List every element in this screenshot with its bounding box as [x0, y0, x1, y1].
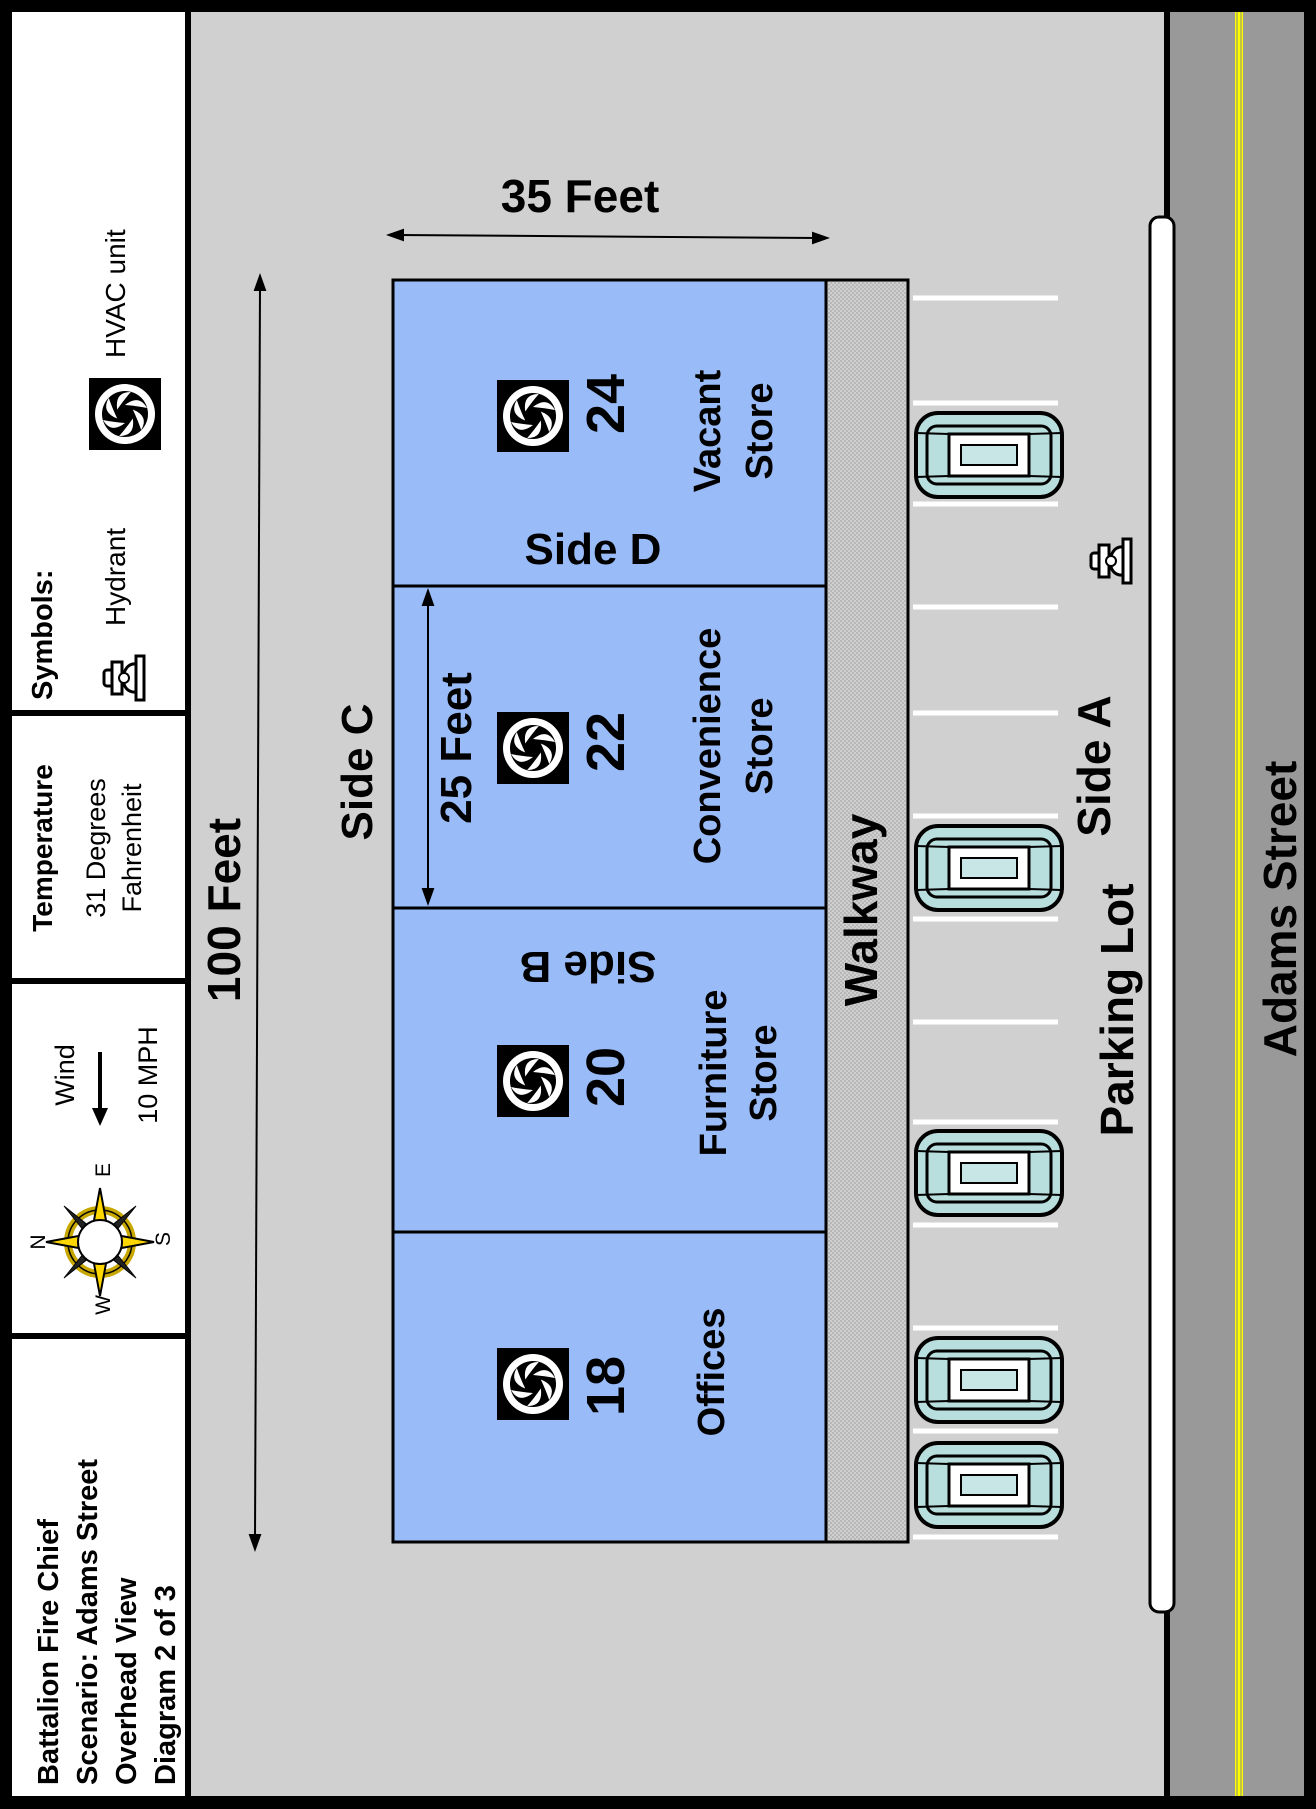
- title-line: Overhead View: [111, 1577, 143, 1785]
- unit-number: 22: [576, 712, 636, 772]
- unit-22: [391, 584, 828, 910]
- wind-direction-arrow: [92, 1052, 108, 1126]
- side-c-label: Side C: [333, 704, 382, 841]
- street-name-label: Adams Street: [1254, 761, 1306, 1058]
- hvac-unit-icon: [89, 378, 161, 450]
- dimension-arrows: [248, 228, 830, 1552]
- hvac-unit-icon: [497, 712, 569, 784]
- car: [914, 1441, 1064, 1529]
- unit-24: [391, 278, 828, 588]
- temperature-label: Temperature: [27, 764, 58, 932]
- curb: [1148, 215, 1176, 1614]
- scenario-title-block: Battalion Fire Chief: [33, 1519, 65, 1785]
- scenario-title-block: Diagram 2 of 3: [150, 1585, 182, 1785]
- unit-18: [391, 1230, 828, 1544]
- hvac-unit-icon: [497, 380, 569, 452]
- unit-number: 24: [576, 374, 636, 434]
- scenario-title-block: Scenario: Adams Street: [72, 1459, 104, 1785]
- hvac-legend-label: HVAC unit: [100, 229, 131, 358]
- temperature-unit: Fahrenheit: [117, 783, 147, 913]
- unit-name: Store: [739, 382, 781, 479]
- title-line: Battalion Fire Chief: [33, 1519, 65, 1785]
- unit-name: Offices: [691, 1308, 733, 1437]
- hvac-unit-icon: [497, 1348, 569, 1420]
- unit-number: 18: [576, 1356, 636, 1416]
- depth-dimension-label: 35 Feet: [501, 170, 660, 222]
- parking-stall-lines: [913, 295, 1058, 1540]
- compass-n-label: N: [27, 1234, 50, 1249]
- unit-width-dimension-label: 25 Feet: [432, 672, 481, 824]
- strip-mall: [391, 278, 828, 1544]
- hvac-unit-icon: [497, 1045, 569, 1117]
- compass-rose-icon: [45, 1187, 155, 1297]
- length-dimension-label: 100 Feet: [198, 818, 250, 1002]
- unit-name: Vacant: [687, 369, 729, 492]
- compass-w-label: W: [92, 1295, 115, 1315]
- unit-number: 20: [576, 1047, 636, 1107]
- wind-label: Wind: [50, 1044, 80, 1106]
- side-d-label: Side D: [525, 525, 662, 574]
- title-line: Scenario: Adams Street: [72, 1459, 104, 1785]
- wind-speed: 10 MPH: [133, 1026, 163, 1124]
- car: [914, 824, 1064, 912]
- unit-name: Convenience: [687, 628, 729, 865]
- compass-s-label: S: [152, 1232, 175, 1246]
- side-a-label: Side A: [1068, 695, 1120, 836]
- walkway-label: Walkway: [835, 813, 887, 1006]
- car: [914, 411, 1064, 499]
- compass-e-label: E: [92, 1163, 115, 1177]
- symbols-title: Symbols:: [27, 569, 59, 700]
- temperature-value: 31 Degrees: [81, 778, 111, 918]
- unit-20: [391, 906, 828, 1234]
- walkway: [824, 278, 910, 1544]
- hydrant-legend-label: Hydrant: [100, 528, 131, 626]
- side-b-label: Side B: [520, 942, 657, 991]
- car: [914, 1129, 1064, 1217]
- unit-name: Furniture: [693, 990, 735, 1157]
- car: [914, 1336, 1064, 1424]
- scenario-title-block: Overhead View: [111, 1577, 143, 1785]
- street-center-line: [1235, 12, 1243, 1796]
- parking-lot-label: Parking Lot: [1091, 883, 1143, 1136]
- unit-name: Store: [739, 697, 781, 794]
- unit-name: Store: [743, 1024, 785, 1121]
- title-line: Diagram 2 of 3: [150, 1585, 182, 1785]
